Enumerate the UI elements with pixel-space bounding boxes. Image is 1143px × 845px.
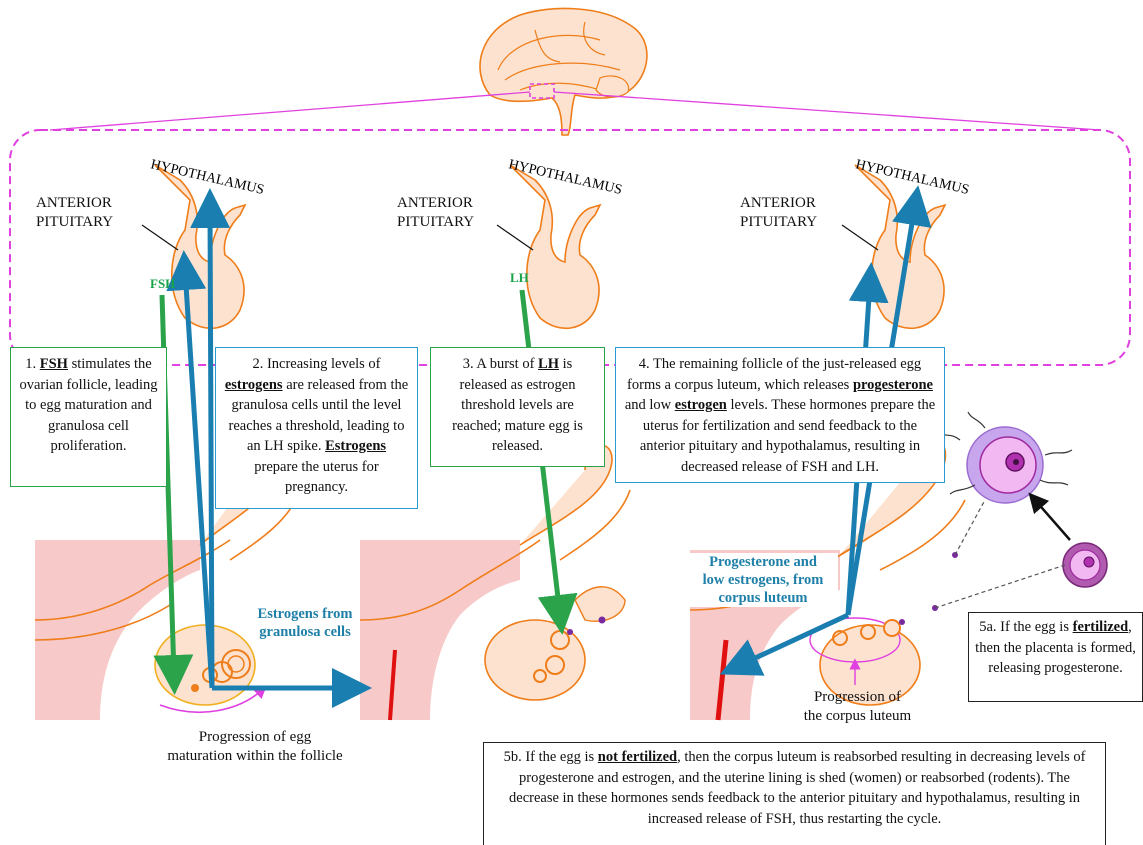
label-line: Progesterone and	[688, 553, 838, 571]
label-line: PITUITARY	[740, 213, 817, 232]
anterior-pituitary-label-2: ANTERIOR PITUITARY	[397, 194, 474, 232]
label-line: PITUITARY	[36, 213, 113, 232]
text-bold: estrogens	[225, 377, 283, 393]
text-bold: not fertilized	[598, 749, 677, 765]
step-5b-box: 5b. If the egg is not fertilized, then t…	[483, 742, 1106, 845]
text-bold: Estrogens	[325, 438, 386, 454]
estrogens-from-granulosa-label: Estrogens from granulosa cells	[230, 605, 380, 641]
label-line: maturation within the follicle	[140, 747, 370, 766]
progression-egg-label: Progression of egg maturation within the…	[140, 728, 370, 766]
anterior-pituitary-label-3: ANTERIOR PITUITARY	[740, 194, 817, 232]
text: 2. Increasing levels of	[252, 356, 380, 372]
text-bold: FSH	[40, 356, 68, 372]
progesterone-label: Progesterone and low estrogens, from cor…	[688, 553, 838, 607]
text: prepare the uterus for pregnancy.	[254, 459, 378, 496]
fsh-label: FSH	[150, 276, 175, 292]
label-line: Progression of egg	[140, 728, 370, 747]
unfertilized-egg-icon	[1063, 543, 1107, 587]
step-3-box: 3. A burst of LH is released as estrogen…	[430, 347, 605, 467]
text-bold: fertilized	[1073, 619, 1129, 635]
progression-corpus-label: Progression of the corpus luteum	[790, 688, 925, 726]
label-line: ANTERIOR	[397, 194, 474, 213]
text: and low	[625, 397, 675, 413]
brain-icon	[480, 8, 647, 135]
text: 5b. If the egg is	[504, 749, 598, 765]
text-bold: progesterone	[853, 377, 933, 393]
text-bold: estrogen	[675, 397, 727, 413]
step-2-box: 2. Increasing levels of estrogens are re…	[215, 347, 418, 509]
label-line: Progression of	[790, 688, 925, 707]
fertilized-egg-icon	[940, 412, 1072, 503]
label-line: Estrogens from	[230, 605, 380, 623]
label-line: granulosa cells	[230, 623, 380, 641]
step-4-box: 4. The remaining follicle of the just-re…	[615, 347, 945, 483]
text: 3. A burst of	[463, 356, 538, 372]
anterior-pituitary-label-1: ANTERIOR PITUITARY	[36, 194, 113, 232]
label-line: the corpus luteum	[790, 707, 925, 726]
text: 5a. If the egg is	[979, 619, 1072, 635]
label-line: ANTERIOR	[740, 194, 817, 213]
step-5a-box: 5a. If the egg is fertilized, then the p…	[968, 612, 1143, 702]
text: 1.	[25, 356, 40, 372]
label-line: PITUITARY	[397, 213, 474, 232]
estrogen-to-hypothalamus-arrow	[210, 208, 212, 688]
label-line: ANTERIOR	[36, 194, 113, 213]
label-line: corpus luteum	[688, 589, 838, 607]
label-line: low estrogens, from	[688, 571, 838, 589]
lh-label: LH	[510, 270, 529, 286]
step-1-box: 1. FSH stimulates the ovarian follicle, …	[10, 347, 167, 487]
text-bold: LH	[538, 356, 559, 372]
